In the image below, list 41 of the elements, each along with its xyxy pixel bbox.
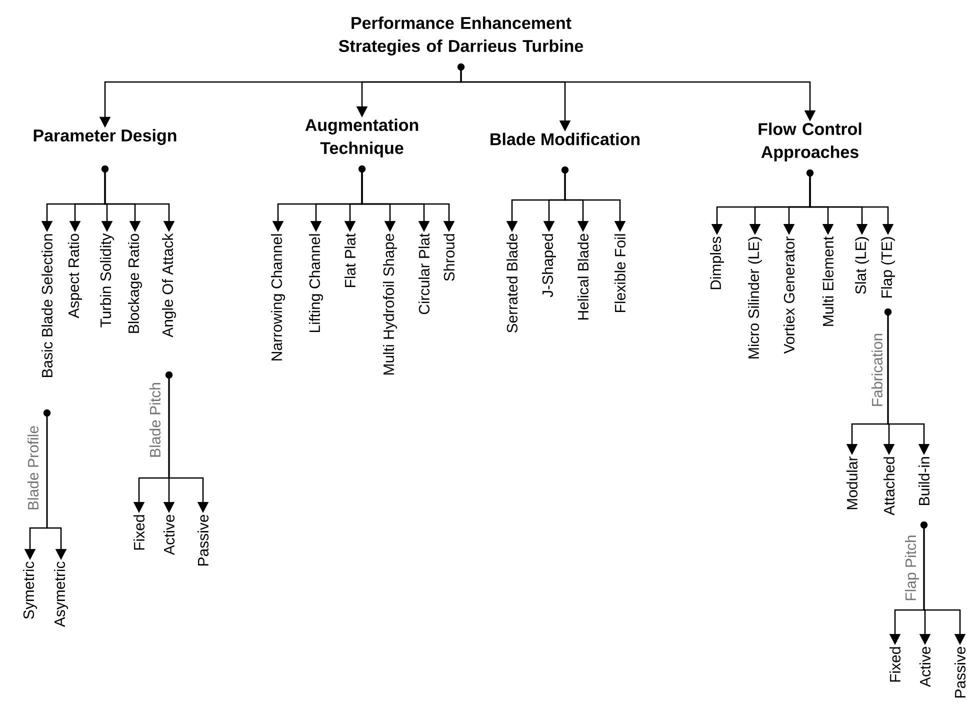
item-label: Shroud	[444, 234, 454, 281]
item-label: J-Shaped	[542, 234, 556, 298]
title-text: Performance Enhancement Strategies of Darrieus Turbine	[338, 16, 584, 56]
edge-label: Fabrication	[872, 334, 882, 406]
item-label: Vortiex Generator	[784, 236, 794, 354]
item-label: Angle Of Attack	[162, 233, 176, 338]
item-label: Build-in	[918, 457, 930, 505]
item-label: Multi Hydrofoil Shape	[383, 234, 397, 375]
item-label: Symetric	[23, 562, 37, 619]
item-label: Flap (TE)	[881, 237, 895, 298]
item-label: Passive	[198, 514, 208, 566]
item-label: Flexible Foil	[614, 234, 626, 312]
item-label: Serrated Blade	[506, 234, 518, 333]
item-label: Multi Element	[822, 236, 834, 326]
item-label: Modular	[846, 456, 858, 510]
item-label: Fixed	[890, 647, 900, 682]
item-label: Circular Plat	[418, 233, 430, 314]
item-label: Aspect Ratio	[68, 234, 82, 318]
item-label: Narrowing Channel	[271, 234, 285, 360]
item-label: Blockage Ratio	[128, 234, 142, 333]
item-label: Micro Silinder (LE)	[748, 237, 762, 358]
item-label: Attached	[884, 457, 894, 516]
category-heading: Parameter Design	[34, 129, 176, 145]
item-label: Slat (LE)	[855, 237, 869, 294]
item-label: Fixed	[134, 515, 144, 550]
category-heading: Blade Modification	[490, 132, 640, 146]
edge-label: Blade Profile	[28, 426, 38, 510]
item-label: Turbin Solidity	[100, 233, 114, 328]
edge-label: Blade Pitch	[150, 383, 160, 457]
item-label: Dimples	[710, 236, 724, 290]
item-label: Asymetric	[54, 562, 68, 627]
item-label: Active	[164, 514, 174, 555]
item-label: Lifting Channel	[309, 234, 323, 332]
category-heading: Augmentation Technique	[305, 118, 418, 158]
item-label: Helical Blade	[578, 234, 588, 320]
item-label: Passive	[954, 646, 966, 698]
category-heading: Flow Control Approaches	[758, 122, 862, 162]
item-label: Basic Blade Selection	[42, 234, 52, 378]
edge-label: Flap Pitch	[905, 536, 919, 600]
item-label: Flat Plat	[344, 233, 356, 287]
item-label: Active	[920, 646, 930, 687]
